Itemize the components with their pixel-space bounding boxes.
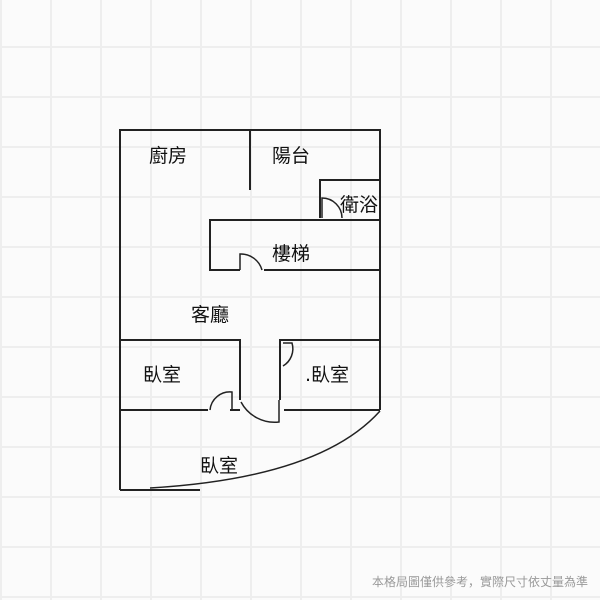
room-label-bedroom-right: .臥室 — [305, 364, 350, 386]
room-label-kitchen: 廚房 — [149, 145, 188, 167]
bedroom-left-door — [209, 391, 233, 411]
room-label-stairs: 樓梯 — [272, 243, 311, 265]
room-label-bedroom-bottom: 臥室 — [200, 455, 239, 477]
room-label-balcony: 陽台 — [272, 145, 311, 167]
room-label-bathroom: 衛浴 — [340, 194, 379, 216]
walls — [119, 129, 381, 491]
bathroom-door — [321, 197, 343, 219]
bedroom-bottom-door — [240, 400, 280, 423]
room-label-living: 客廳 — [191, 304, 230, 326]
room-label-bedroom-left: 臥室 — [143, 364, 182, 386]
bedroom-right-door — [282, 342, 294, 367]
disclaimer: 本格局圖僅供參考，實際尺寸依丈量為準 — [371, 575, 588, 589]
stairs-door — [239, 253, 263, 271]
doors — [209, 197, 343, 423]
